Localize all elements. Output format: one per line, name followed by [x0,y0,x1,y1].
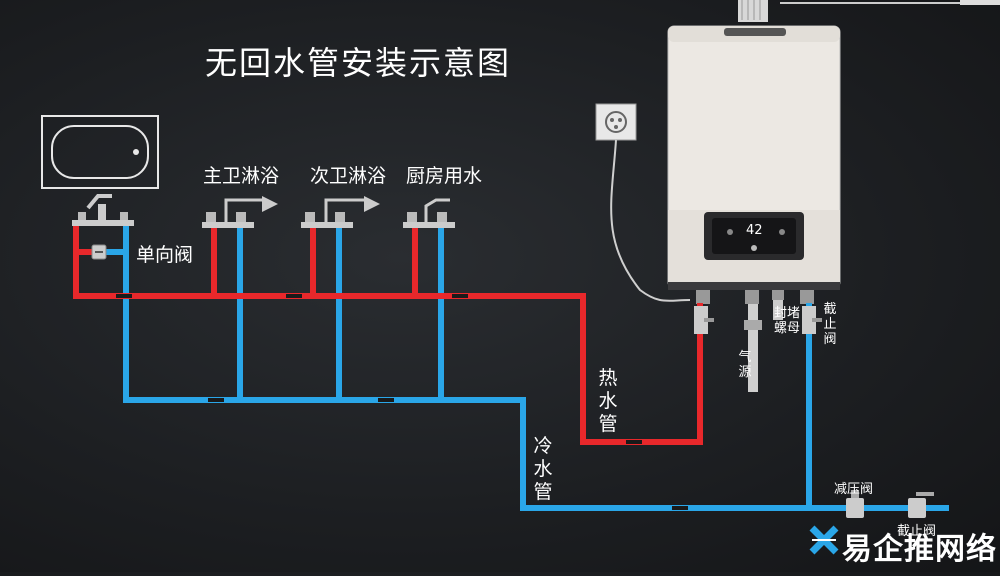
water-heater: 42 [667,25,841,304]
power-cord [610,139,691,302]
flue-pipe [738,0,1000,22]
diagram-title: 无回水管安装示意图 [205,44,512,82]
cold-water-pipes [101,221,949,511]
bathtub-faucet [72,194,134,226]
pressure-reducing-valve-icon [846,490,864,518]
sealing-nut-label: 封堵螺母 [773,306,800,336]
pressure-reducing-valve-label: 减压阀 [834,482,874,497]
watermark-logo-icon [809,525,839,555]
master-shower-faucet [202,196,278,228]
power-socket [595,103,637,141]
check-valve-label: 单向阀 [136,244,194,266]
hot-water-pipes [73,221,703,445]
sealing-nut-icon [773,300,783,320]
gas-inlet-icon [744,304,762,392]
kitchen-water-label: 厨房用水 [406,165,483,187]
pipe-joints [116,294,688,510]
bathtub [41,115,159,189]
stop-valve-bottom-label: 截止阀 [897,524,937,539]
second-shower-faucet [301,196,380,228]
master-shower-label: 主卫淋浴 [203,165,280,187]
watermark: 易企推网络 [808,526,997,567]
hot-outlet-valve-icon [694,306,714,334]
gas-label: 气源 [738,350,752,380]
cold-water-pipe-label: 冷水管 [533,435,553,503]
stop-valve-top-label: 截止阀 [823,302,837,347]
cold-inlet-valve-icon [802,306,822,334]
heater-display: 42 [746,223,763,238]
stop-valve-icon [908,492,934,518]
kitchen-faucet [403,198,455,228]
watermark-text: 易企推网络 [842,532,997,567]
second-shower-label: 次卫淋浴 [310,165,387,187]
hot-water-pipe-label: 热水管 [598,367,618,435]
check-valve-icon [91,244,107,260]
